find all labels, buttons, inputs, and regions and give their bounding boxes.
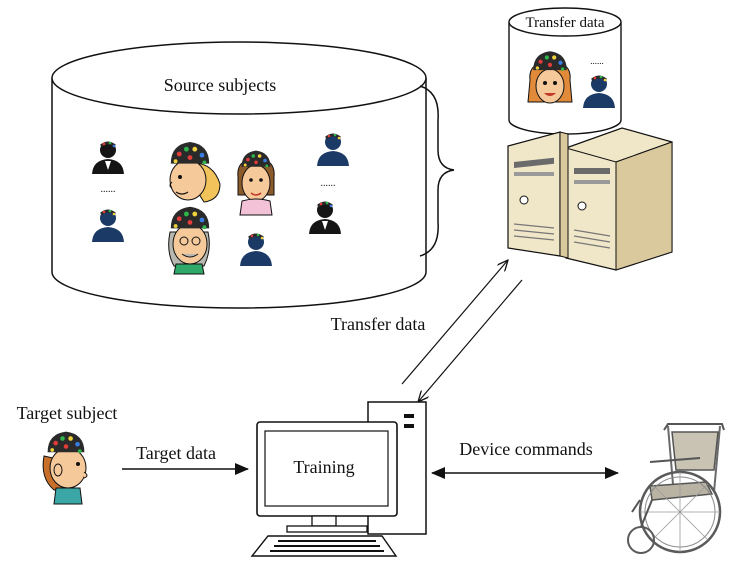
transferred-woman-icon [527, 51, 573, 104]
target-subject-label: Target subject [17, 403, 118, 423]
source-ellipsis-left: ...... [101, 184, 116, 195]
subject-old-man-cap-icon [168, 206, 210, 275]
subject-woman-cap-icon [169, 142, 221, 203]
computer-icon: Training [250, 401, 427, 557]
grouping-brace [419, 85, 455, 257]
download-arrow [418, 279, 523, 402]
source-subjects-database: Source subjects ...... [51, 41, 427, 309]
device-commands-label: Device commands [459, 439, 592, 459]
training-label: Training [293, 457, 354, 477]
upload-arrow [401, 260, 508, 385]
server-ellipsis: ...... [590, 56, 604, 66]
target-data-label: Target data [136, 443, 216, 463]
server-icon [507, 127, 673, 271]
target-subject-boy-icon [42, 431, 88, 505]
transfer-data-arrow-label: Transfer data [331, 314, 426, 334]
subject-woman-portrait-icon [237, 150, 275, 216]
transfer-data-database: Transfer data ...... [508, 7, 622, 135]
source-ellipsis-right: ...... [321, 178, 336, 189]
transfer-data-db-label: Transfer data [525, 15, 604, 31]
wheelchair-icon [627, 423, 725, 554]
source-subjects-label: Source subjects [164, 75, 276, 95]
